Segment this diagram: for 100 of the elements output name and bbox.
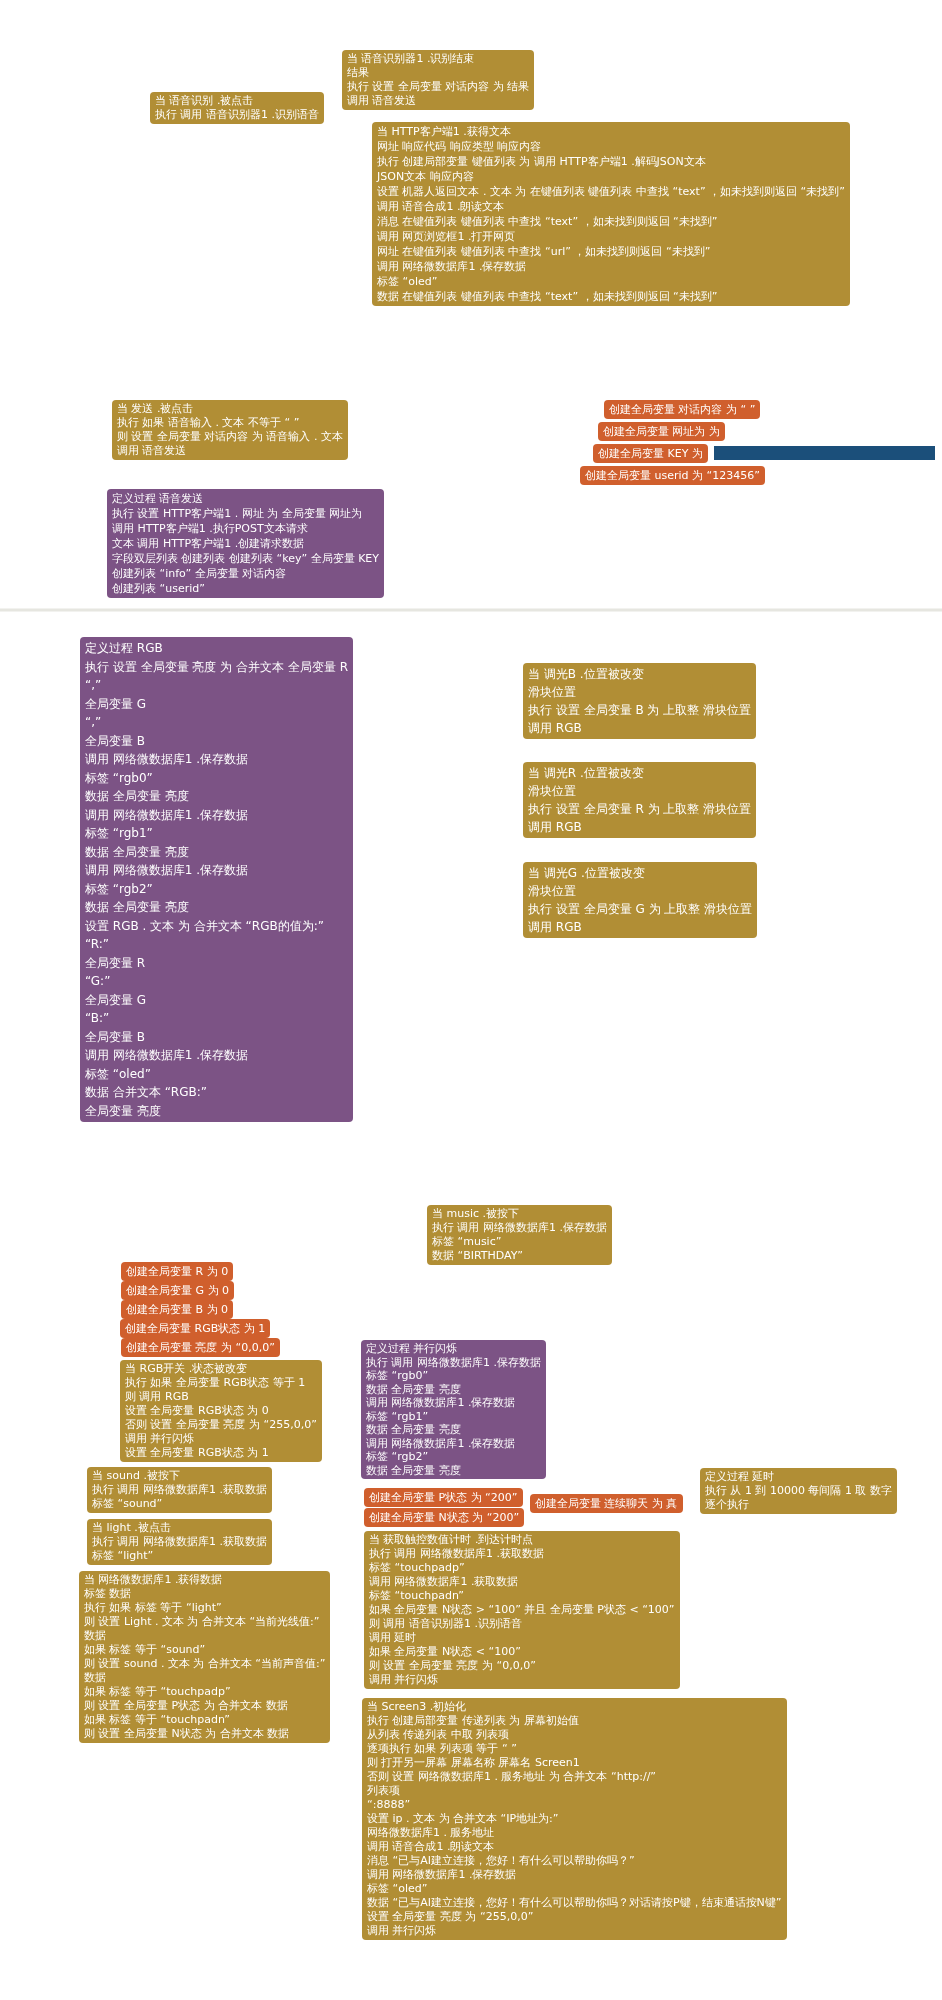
block-text: 设置 全局变量 RGB状态 为 1 (125, 1446, 270, 1460)
block-text: 网址 响应代码 响应类型 响应内容 (377, 139, 543, 154)
block-text: 数据 全局变量 亮度 (85, 788, 190, 805)
block-text: 标签 “music” (432, 1235, 503, 1249)
block-text: 文本 调用 HTTP客户端1 .创建请求数据 (112, 536, 306, 551)
procedure-block (80, 637, 354, 1122)
block-text: 如果 标签 等于 “sound” (84, 1643, 207, 1657)
block-text: 设置 ip . 文本 为 合并文本 “IP地址为:” (367, 1812, 560, 1826)
block-text: 设置 机器人返回文本 . 文本 为 在键值列表 键值列表 中查找 “text” ，如未找到则返回 “未找到” (377, 184, 845, 199)
block-text: 数据 “已与AI建立连接，您好！有什么可以帮助你吗？对话请按P键，结束通话按N键” (367, 1896, 782, 1910)
event-block (87, 1519, 272, 1565)
block-text: 则 设置 全局变量 亮度 为 “0,0,0” (369, 1659, 537, 1673)
block-text: 标签 “touchpadp” (369, 1561, 466, 1575)
block-text: 当 sound .被按下 (92, 1469, 181, 1483)
block-text: 创建全局变量 N状态 为 “200” (369, 1510, 520, 1525)
block-text: 当 调光G .位置被改变 (528, 865, 646, 882)
event-block (700, 1468, 897, 1514)
block-text: 则 设置 全局变量 对话内容 为 语音输入 . 文本 (117, 430, 343, 444)
variable-block (580, 466, 765, 485)
block-text: 创建全局变量 G 为 0 (126, 1283, 229, 1298)
block-text: 调用 网络微数据库1 .获取数据 (369, 1575, 520, 1589)
block-text: 执行 调用 网络微数据库1 .获取数据 (92, 1535, 267, 1549)
block-text: 否则 设置 网络微数据库1 . 服务地址 为 合并文本 “http://” (367, 1770, 658, 1784)
event-block (342, 50, 535, 110)
block-text: 调用 网络微数据库1 .保存数据 (367, 1868, 518, 1882)
block-text: 数据 合并文本 “RGB:” (85, 1084, 208, 1101)
event-block (362, 1698, 787, 1940)
event-block (523, 862, 758, 938)
block-text: 调用 并行闪烁 (367, 1924, 438, 1938)
block-text: 执行 如果 语音输入 . 文本 不等于 “ ” (117, 416, 301, 430)
block-text: 执行 设置 HTTP客户端1 . 网址 为 全局变量 网址为 (112, 506, 364, 521)
block-text: 当 HTTP客户端1 .获得文本 (377, 124, 512, 139)
block-text: 调用 并行闪烁 (369, 1673, 440, 1687)
block-text: 滑块位置 (528, 883, 577, 900)
variable-block (604, 400, 761, 419)
block-text: 定义过程 并行闪烁 (366, 1342, 459, 1356)
variable-block (364, 1508, 525, 1527)
block-text: 标签 “light” (92, 1549, 155, 1563)
block-text: 创建全局变量 连续聊天 为 真 (535, 1496, 678, 1511)
block-text: 当 语音识别 .被点击 (155, 94, 255, 108)
block-text: “:8888” (367, 1798, 412, 1812)
block-text: 执行 如果 全局变量 RGB状态 等于 1 (125, 1376, 307, 1390)
block-text: 调用 网络微数据库1 .保存数据 (366, 1436, 517, 1450)
block-text: 列表项 (367, 1784, 401, 1798)
block-text: 消息 在键值列表 键值列表 中查找 “text” ，如未找到则返回 “未找到” (377, 214, 719, 229)
block-text: 当 获取触控数值计时 .到达计时点 (369, 1533, 535, 1547)
block-text: 调用 延时 (369, 1631, 418, 1645)
event-block (112, 400, 348, 460)
procedure-block (361, 1340, 546, 1479)
block-text: 如果 标签 等于 “touchpadn” (84, 1713, 231, 1727)
block-text: 全局变量 亮度 (85, 1102, 162, 1120)
block-text: 调用 语音发送 (117, 444, 188, 458)
block-text: 调用 网络微数据库1 .保存数据 (85, 1047, 250, 1064)
block-text: 创建全局变量 对话内容 为 “ ” (609, 402, 756, 417)
block-text: 则 设置 全局变量 P状态 为 合并文本 数据 (84, 1699, 289, 1713)
block-text: 滑块位置 (528, 684, 577, 701)
block-text: 定义过程 语音发送 (112, 491, 205, 506)
block-text: “R:” (85, 936, 111, 953)
block-text: 创建全局变量 网址为 为 (603, 424, 720, 439)
procedure-block (107, 489, 385, 598)
block-text: 执行 设置 全局变量 B 为 上取整 滑块位置 (528, 702, 752, 719)
block-text: 标签 “rgb2” (85, 880, 154, 898)
variable-block (121, 1338, 280, 1357)
block-text: 消息 “已与AI建立连接，您好！有什么可以帮助你吗？” (367, 1854, 636, 1868)
event-block (372, 122, 850, 306)
block-text: 执行 设置 全局变量 R 为 上取整 滑块位置 (528, 801, 752, 818)
block-text: 则 设置 sound . 文本 为 合并文本 “当前声音值:” (84, 1657, 326, 1671)
block-text: 从列表 传递列表 中取 列表项 (367, 1728, 511, 1742)
block-text: 标签 “oled” (377, 274, 439, 289)
block-text: 设置 RGB . 文本 为 合并文本 “RGB的值为:” (85, 917, 325, 935)
block-text: 网址 在键值列表 键值列表 中查找 “url” ，如未找到则返回 “未找到” (377, 244, 712, 259)
block-text: 创建全局变量 B 为 0 (126, 1302, 229, 1317)
block-text: 创建全局变量 亮度 为 “0,0,0” (126, 1340, 275, 1355)
block-text: 标签 “sound” (92, 1497, 164, 1511)
block-text: 字段双层列表 创建列表 创建列表 “key” 全局变量 KEY (112, 551, 380, 566)
block-text: 定义过程 延时 (705, 1470, 776, 1484)
block-text: 数据 全局变量 亮度 (366, 1463, 462, 1477)
block-text: 则 设置 全局变量 N状态 为 合并文本 数据 (84, 1727, 291, 1741)
variable-block (121, 1262, 234, 1281)
variable-block (364, 1488, 523, 1507)
block-text: 当 语音识别器1 .识别结束 (347, 52, 476, 66)
block-text: “,” (85, 714, 103, 731)
block-text: 执行 调用 网络微数据库1 .获取数据 (92, 1483, 267, 1497)
block-text: 当 Screen3 .初始化 (367, 1700, 468, 1714)
block-text: 当 调光R .位置被改变 (528, 765, 645, 782)
block-text: 如果 标签 等于 “touchpadp” (84, 1685, 232, 1699)
block-text: 数据 全局变量 亮度 (366, 1423, 462, 1437)
block-text: 执行 调用 网络微数据库1 .获取数据 (369, 1547, 545, 1561)
block-text: 标签 “rgb0” (366, 1369, 430, 1383)
block-text: 数据 全局变量 亮度 (85, 843, 190, 861)
block-text: 当 RGB开关 .状态被改变 (125, 1362, 249, 1376)
block-text: 当 调光B .位置被改变 (528, 666, 645, 683)
block-text: 标签 “rgb1” (366, 1409, 430, 1423)
block-text: 创建列表 “info” 全局变量 对话内容 (112, 566, 288, 581)
block-text: 数据 (84, 1629, 107, 1643)
block-text: 调用 RGB (528, 720, 583, 737)
block-text: 数据 “BIRTHDAY” (432, 1249, 524, 1263)
variable-block (530, 1494, 683, 1513)
block-text: 标签 数据 (84, 1587, 133, 1601)
block-text: 执行 创建局部变量 键值列表 为 调用 HTTP客户端1 .解码JSON文本 (377, 154, 707, 169)
